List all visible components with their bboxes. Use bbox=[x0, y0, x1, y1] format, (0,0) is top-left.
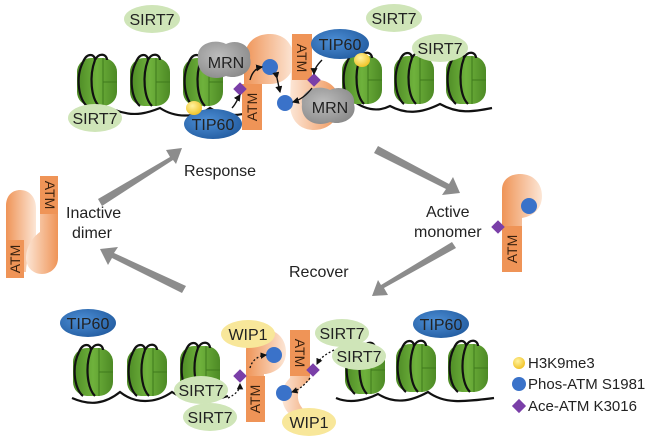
dna-strand-top-right bbox=[351, 99, 493, 113]
phos-atm-mark bbox=[262, 59, 278, 75]
tip60-label: TIP60 bbox=[192, 117, 235, 134]
activation-arrow bbox=[310, 59, 323, 76]
top-panel: SIRT7 SIRT7 SIRT7 SIRT7 ATM ATM MRN bbox=[68, 4, 493, 139]
sirt7-label: SIRT7 bbox=[178, 383, 223, 400]
dephosphorylation-arrow bbox=[249, 352, 268, 369]
atm-left: ATM bbox=[242, 34, 294, 130]
h3k9me3-mark bbox=[354, 53, 370, 67]
activation-arrow bbox=[231, 94, 241, 109]
legend-label: Phos-ATM S1981 bbox=[528, 376, 645, 393]
inactive-label: Inactive bbox=[66, 205, 121, 222]
nucleosome bbox=[128, 53, 172, 108]
dephosphorylation-arrow bbox=[290, 377, 311, 394]
legend-item-h3k9me3: H3K9me3 bbox=[513, 355, 595, 372]
atm-label: ATM bbox=[42, 181, 58, 210]
legend-item-ace-atm: Ace-ATM K3016 bbox=[511, 398, 637, 415]
sirt7-label: SIRT7 bbox=[336, 349, 381, 366]
to-inactive-arrow bbox=[100, 247, 186, 293]
legend-label: H3K9me3 bbox=[528, 355, 595, 372]
nucleosome bbox=[125, 343, 169, 398]
tip60-protein: TIP60 bbox=[60, 309, 116, 337]
phos-atm-mark bbox=[277, 95, 293, 111]
dimer-label: dimer bbox=[72, 225, 113, 242]
nucleosome bbox=[446, 339, 490, 394]
sirt7-label: SIRT7 bbox=[187, 410, 232, 427]
sirt7-label: SIRT7 bbox=[319, 326, 364, 343]
tip60-label: TIP60 bbox=[67, 316, 110, 333]
activation-arrow bbox=[291, 87, 313, 104]
tip60-label: TIP60 bbox=[319, 37, 362, 54]
tip60-protein: TIP60 bbox=[184, 109, 242, 139]
sirt7-protein: SIRT7 bbox=[183, 403, 237, 431]
atm-right: ATM bbox=[282, 330, 322, 420]
recover-label: Recover bbox=[289, 264, 349, 281]
h3k9me3-mark bbox=[186, 101, 202, 115]
sirt7-protein: SIRT7 bbox=[315, 319, 369, 347]
dna-strand-bottom-right bbox=[335, 390, 495, 403]
mrn-protein: MRN bbox=[197, 41, 251, 78]
response-arrow bbox=[98, 148, 182, 206]
ace-atm-icon bbox=[511, 398, 527, 414]
nucleosome bbox=[394, 339, 438, 394]
nucleosome bbox=[71, 343, 115, 398]
legend: H3K9me3 Phos-ATM S1981 Ace-ATM K3016 bbox=[511, 355, 645, 415]
deacetylation-arrow bbox=[316, 349, 335, 365]
atm-label: ATM bbox=[292, 339, 308, 368]
monomer-label: monomer bbox=[414, 224, 482, 241]
sirt7-protein: SIRT7 bbox=[332, 342, 386, 370]
sirt7-label: SIRT7 bbox=[417, 41, 462, 58]
atm-label: ATM bbox=[294, 44, 310, 73]
active-label: Active bbox=[426, 204, 470, 221]
phos-atm-mark bbox=[266, 347, 282, 363]
ace-atm-mark bbox=[306, 363, 320, 377]
atm-label: ATM bbox=[7, 245, 23, 274]
legend-item-phos-atm: Phos-ATM S1981 bbox=[512, 376, 645, 393]
atm-label: ATM bbox=[247, 385, 263, 414]
to-active-arrow bbox=[374, 146, 460, 195]
ace-atm-mark bbox=[307, 73, 321, 87]
sirt7-protein: SIRT7 bbox=[412, 34, 468, 62]
deacetylation-arrow bbox=[227, 382, 244, 399]
tip60-protein: TIP60 bbox=[311, 29, 369, 59]
nucleosome bbox=[75, 53, 119, 108]
tip60-label: TIP60 bbox=[420, 317, 463, 334]
tip60-protein: TIP60 bbox=[413, 310, 469, 338]
activation-arrow bbox=[249, 64, 264, 81]
sirt7-label: SIRT7 bbox=[72, 111, 117, 128]
ace-atm-mark bbox=[491, 220, 505, 234]
legend-label: Ace-ATM K3016 bbox=[528, 398, 637, 415]
sirt7-protein: SIRT7 bbox=[366, 4, 422, 32]
mrn-protein: MRN bbox=[301, 87, 355, 124]
mrn-label: MRN bbox=[208, 55, 244, 72]
wip1-protein: WIP1 bbox=[221, 320, 275, 348]
bottom-panel: TIP60 TIP60 ATM ATM WIP1 WIP1 SIRT7 bbox=[60, 309, 495, 436]
atm-label: ATM bbox=[244, 93, 260, 122]
dimer-dissociation-arrow bbox=[272, 71, 283, 94]
cycle: Response Recover Inactive dimer Active m… bbox=[6, 146, 542, 296]
h3k9me3-icon bbox=[513, 357, 525, 369]
sirt7-protein: SIRT7 bbox=[124, 5, 180, 33]
atm-inactive-dimer: ATM ATM bbox=[6, 176, 58, 278]
sirt7-label: SIRT7 bbox=[129, 12, 174, 29]
mrn-label: MRN bbox=[312, 100, 348, 117]
response-label: Response bbox=[184, 163, 256, 180]
ace-atm-mark bbox=[233, 369, 247, 383]
atm-active-monomer: ATM bbox=[491, 174, 542, 272]
sirt7-protein: SIRT7 bbox=[174, 376, 228, 404]
phos-atm-icon bbox=[512, 377, 526, 391]
wip1-protein: WIP1 bbox=[282, 408, 336, 436]
phos-atm-mark bbox=[521, 198, 537, 214]
sirt7-label: SIRT7 bbox=[371, 11, 416, 28]
recover-arrow bbox=[372, 242, 456, 296]
wip1-label: WIP1 bbox=[289, 415, 328, 432]
sirt7-protein: SIRT7 bbox=[68, 104, 122, 132]
wip1-label: WIP1 bbox=[228, 327, 267, 344]
phos-atm-mark bbox=[276, 385, 292, 401]
atm-label: ATM bbox=[504, 235, 520, 264]
